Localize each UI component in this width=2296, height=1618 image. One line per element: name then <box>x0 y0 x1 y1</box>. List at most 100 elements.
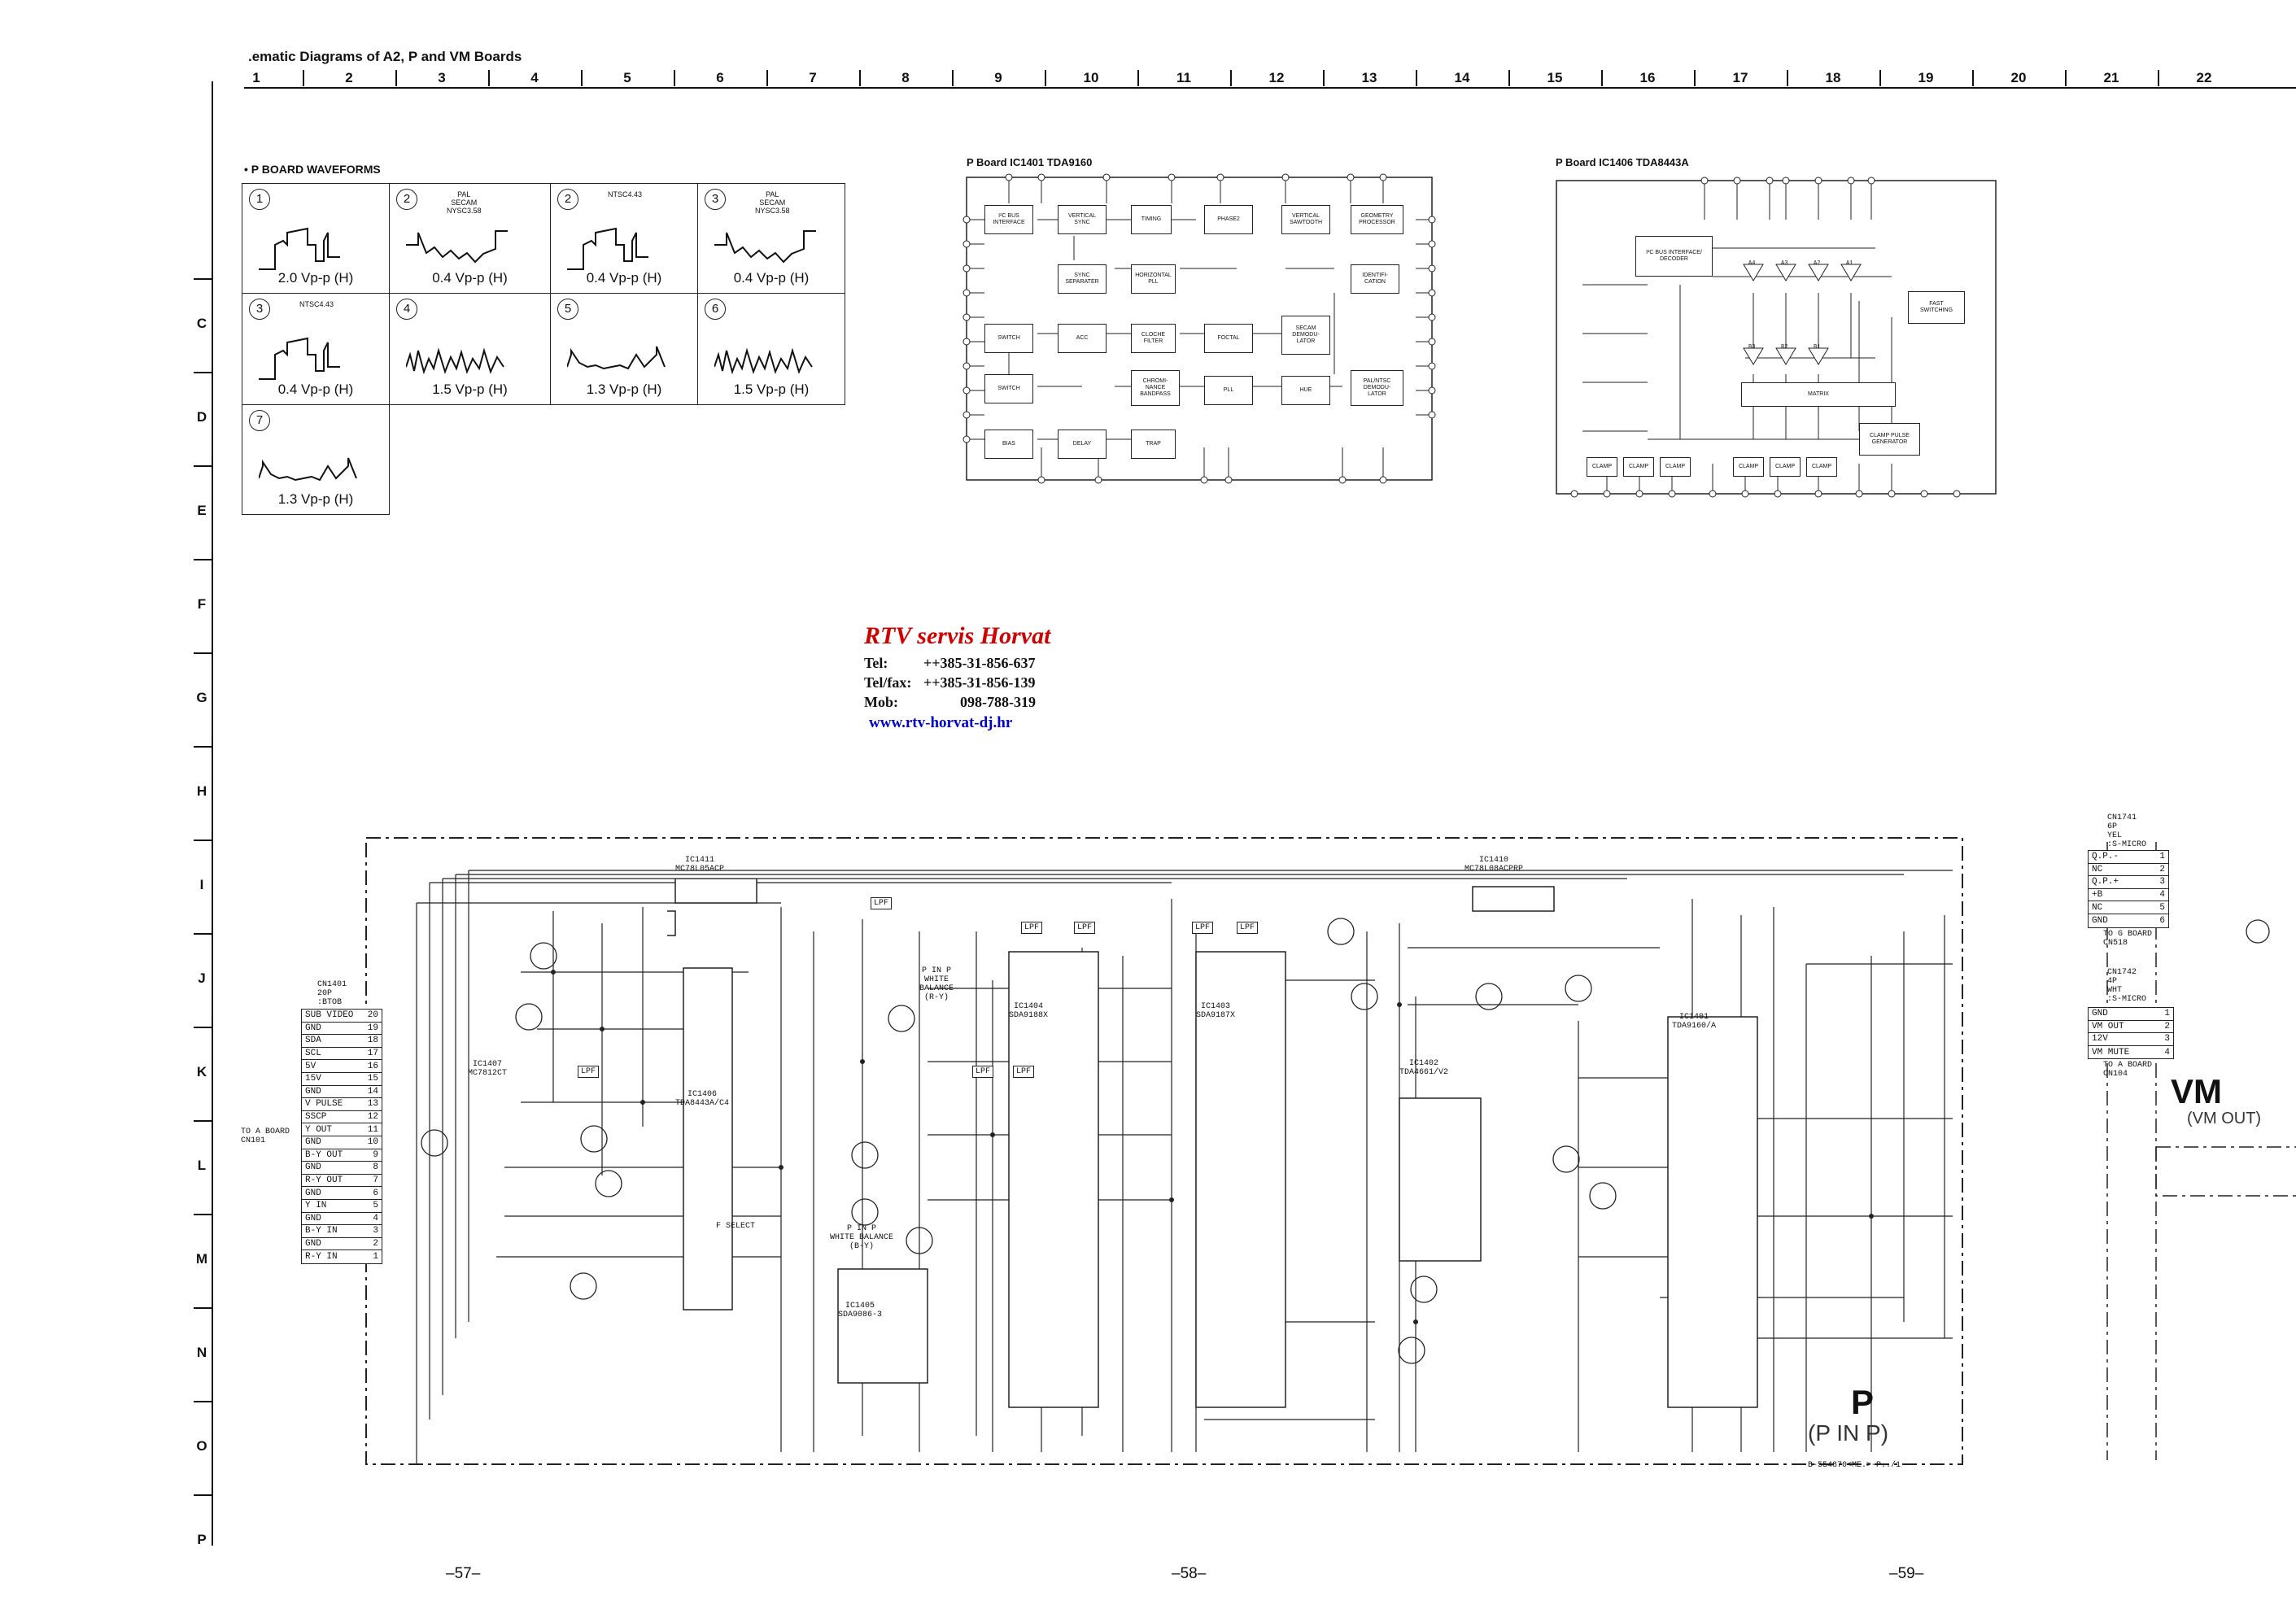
row-divider <box>194 1307 212 1309</box>
column-number: 9 <box>994 70 1002 85</box>
watermark-fax-label: Tel/fax: <box>864 674 912 691</box>
lpf-label: LPF <box>578 1066 600 1078</box>
waveforms-title: • P BOARD WAVEFORMS <box>244 163 381 176</box>
cn1742-pin-name: VM MUTE <box>2092 1047 2130 1058</box>
ic-part: TDA8443A/C4 <box>675 1099 730 1108</box>
row-divider <box>194 1494 212 1496</box>
ic-ref: IC1410 <box>1479 856 1509 865</box>
cn1401-pin-name: 15V <box>305 1074 321 1084</box>
waveform-standard: PAL SECAM NYSC3.58 <box>447 190 482 215</box>
ic1401-block: VERTICAL SYNC <box>1058 205 1107 234</box>
cn1401-pin-number: 6 <box>373 1188 378 1198</box>
ic-part: TDA9160/A <box>1672 1022 1717 1031</box>
cn1741-pin: NC 2 <box>2089 864 2168 877</box>
column-number: 10 <box>1083 70 1099 85</box>
row-letter: I <box>199 877 204 892</box>
cn1401-pin-name: SSCP <box>305 1112 327 1123</box>
cn1401-pin-name: SCL <box>305 1049 321 1059</box>
waveform-number: 7 <box>249 410 270 431</box>
waveform-number: 2 <box>396 189 417 210</box>
cn1742-pin-number: 1 <box>2164 1009 2170 1019</box>
cn1742-pin-number: 4 <box>2164 1047 2170 1058</box>
waveform-amplitude: 1.5 Vp-p (H) <box>733 382 810 397</box>
column-divider <box>1137 70 1139 86</box>
ic1401-block: FOCTAL <box>1204 324 1253 353</box>
column-divider <box>2065 70 2067 86</box>
column-divider <box>395 70 397 86</box>
ic-part: SDA9188X <box>1009 1011 1049 1020</box>
ic1406-block: CLAMP <box>1733 457 1764 477</box>
cn1741-title: CN1741 6P YEL :S-MICRO <box>2107 813 2147 849</box>
cn1401-pin-number: 14 <box>367 1086 378 1097</box>
cn1741-pin-number: 2 <box>2159 864 2165 874</box>
waveform-trace <box>406 347 504 375</box>
column-divider <box>1879 70 1881 86</box>
page-number-57: –57– <box>446 1565 481 1582</box>
cn1401-pin-name: SUB VIDEO <box>305 1010 354 1021</box>
ic1401-block: PHASE2 <box>1204 205 1253 234</box>
cn1741-pin-name: Q.P.+ <box>2092 877 2119 888</box>
row-letter: O <box>196 1438 207 1454</box>
column-number: 14 <box>1454 70 1470 85</box>
row-letter: G <box>196 690 207 705</box>
watermark-mob: 098-788-319 <box>960 694 1036 710</box>
cn1401-destination: TO A BOARD CN101 <box>241 1127 290 1145</box>
watermark-url[interactable]: www.rtv-horvat-dj.hr <box>869 714 1013 731</box>
column-number: 21 <box>2103 70 2119 85</box>
p-board-label: P <box>1851 1383 1875 1421</box>
ic-ref: IC1401 <box>1679 1013 1709 1022</box>
ic1401-block: CLOCHE FILTER <box>1131 324 1176 353</box>
ic1406-amp-label: A4 <box>1748 260 1756 267</box>
column-number: 19 <box>1918 70 1934 85</box>
ic1406-amp-label: B2 <box>1781 344 1788 351</box>
ic1401-block: BIAS <box>984 430 1033 459</box>
ic1406-block: CLAMP <box>1806 457 1837 477</box>
ic1401-block: IDENTIFI- CATION <box>1351 264 1399 294</box>
ic1401-block: SYNC SEPARATER <box>1058 264 1107 294</box>
column-divider <box>1694 70 1696 86</box>
watermark-tel-label: Tel: <box>864 655 888 671</box>
waveform-standard: NTSC4.43 <box>299 300 334 308</box>
waveform-amplitude: 0.4 Vp-p (H) <box>432 270 508 286</box>
ic-part: MC78L08ACPRP <box>1464 865 1524 874</box>
waveform-amplitude: 1.5 Vp-p (H) <box>432 382 508 397</box>
ic-ref: IC1411 <box>685 856 715 865</box>
row-letter: J <box>198 970 206 986</box>
column-number: 3 <box>438 70 446 85</box>
column-number: 22 <box>2196 70 2212 85</box>
ic1406-block: CLAMP <box>1660 457 1691 477</box>
waveform-number: 4 <box>396 299 417 320</box>
waveform-trace <box>259 337 340 380</box>
column-divider <box>766 70 768 86</box>
column-divider <box>1045 70 1046 86</box>
row-divider <box>194 1120 212 1122</box>
cn1401-pin-number: 5 <box>373 1201 378 1211</box>
cn1741-pin-number: 1 <box>2159 852 2165 862</box>
cn1742-pin: VM MUTE 4 <box>2089 1046 2173 1059</box>
cn1741-pin-name: NC <box>2092 864 2103 874</box>
cn1741-pin-number: 5 <box>2159 902 2165 913</box>
ic1401-diagram <box>962 173 1436 484</box>
row-divider <box>194 372 212 373</box>
cn1401-pin-name: GND <box>305 1238 321 1249</box>
ic1401-block: GEOMETRY PROCESSOR <box>1351 205 1403 234</box>
waveform-amplitude: 2.0 Vp-p (H) <box>277 270 354 286</box>
row-divider <box>194 840 212 841</box>
row-letter: D <box>196 409 207 425</box>
lpf-label: LPF <box>1074 922 1096 934</box>
ic1406-amp-label: B3 <box>1748 344 1756 351</box>
waveform-trace <box>567 227 648 270</box>
ic-part: TDA4661/V2 <box>1399 1068 1449 1077</box>
